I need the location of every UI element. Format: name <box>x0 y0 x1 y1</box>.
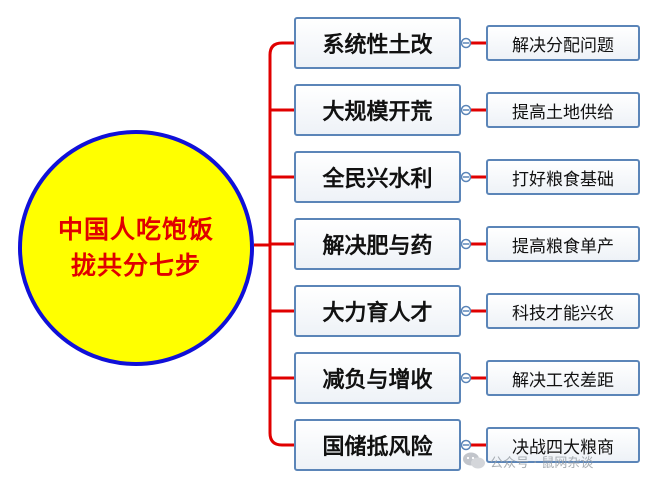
goal-node-4: 提高粮食单产 <box>486 226 640 262</box>
goal-node-3: 打好粮食基础 <box>486 159 640 195</box>
goal-node-5: 科技才能兴农 <box>486 293 640 329</box>
step-node-5: 大力育人才 <box>294 285 461 337</box>
goal-node-2: 提高土地供给 <box>486 92 640 128</box>
step-node-1: 系统性土改 <box>294 17 461 69</box>
step-node-7: 国储抵风险 <box>294 419 461 471</box>
goal-node-1: 解决分配问题 <box>486 25 640 61</box>
central-topic: 中国人吃饱饭 拢共分七步 <box>18 130 254 366</box>
central-topic-line-2: 拢共分七步 <box>70 251 201 280</box>
watermark: 公众号 · 鼠网杂谈 <box>462 446 593 476</box>
goal-node-6: 解决工农差距 <box>486 360 640 396</box>
goal-node-7: 决战四大粮商 <box>486 427 640 463</box>
watermark-text: 公众号 · 鼠网杂谈 <box>490 455 594 471</box>
sub-connectors <box>460 37 486 451</box>
step-node-2: 大规模开荒 <box>294 84 461 136</box>
step-node-6: 减负与增收 <box>294 352 461 404</box>
step-node-4: 解决肥与药 <box>294 218 461 270</box>
step-node-3: 全民兴水利 <box>294 151 461 203</box>
central-topic-line-1: 中国人吃饱饭 <box>57 215 214 244</box>
wechat-icon <box>463 452 485 469</box>
